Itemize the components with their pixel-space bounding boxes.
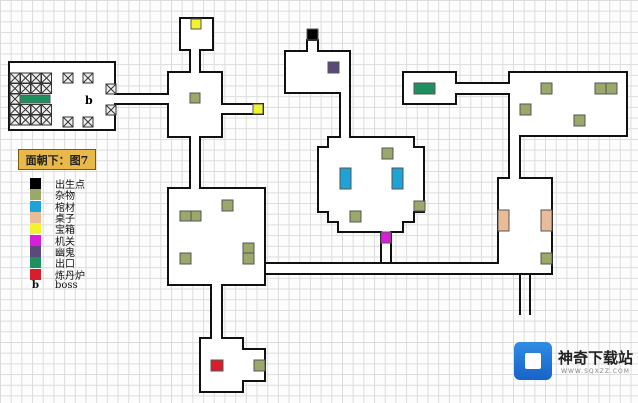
blocked-tile — [82, 116, 94, 128]
ghost — [327, 61, 340, 74]
legend-label: 出生点 — [55, 180, 85, 192]
coffin — [339, 167, 352, 190]
northeast-room — [508, 71, 628, 179]
blocked-tile — [105, 83, 117, 95]
legend: 出生点杂物棺材桌子宝箱机关幽鬼出口炼丹炉 b boss — [30, 178, 85, 291]
legend-label: 桌子 — [55, 214, 75, 226]
legend-swatch — [30, 212, 41, 224]
debris — [605, 82, 618, 95]
blocked-tile — [20, 83, 31, 94]
legend-swatch — [30, 178, 41, 190]
legend-label: boss — [55, 279, 78, 291]
debris — [573, 114, 586, 127]
debris — [413, 200, 426, 212]
legend-label: 机关 — [55, 236, 75, 248]
coffin-room — [317, 136, 425, 233]
watermark-logo: 神奇下载站 WWW.SQXZZ.COM — [514, 342, 633, 380]
map-title: 面朝下：图7 — [18, 149, 96, 170]
spawn-room — [284, 39, 351, 138]
legend-item: 机关 — [30, 234, 85, 248]
alchemy-furnace — [210, 359, 224, 372]
legend-swatch — [30, 257, 41, 269]
mechanism — [380, 231, 392, 244]
legend-swatch — [30, 189, 41, 201]
table — [540, 209, 553, 232]
legend-swatch — [30, 245, 41, 257]
blocked-tile — [105, 104, 117, 116]
legend-item: 宝箱 — [30, 223, 85, 237]
legend-label: 炼丹炉 — [55, 270, 85, 282]
blocked-tile — [62, 72, 74, 84]
debris — [242, 252, 255, 265]
debris — [349, 210, 362, 223]
blocked-tile — [9, 72, 21, 84]
treasure-chest — [190, 18, 202, 30]
blocked-tile — [20, 72, 31, 84]
legend-swatch — [30, 223, 41, 235]
exit — [413, 82, 436, 95]
debris — [253, 359, 266, 372]
items — [179, 18, 618, 372]
legend-swatch — [30, 268, 41, 280]
debris — [189, 92, 201, 104]
debris — [540, 82, 553, 95]
blocked-tile — [41, 83, 52, 94]
watermark-url: WWW.SQXZZ.COM — [561, 368, 630, 375]
legend-label: 杂物 — [55, 191, 75, 203]
legend-label: 宝箱 — [55, 225, 75, 237]
blocked-tiles — [9, 72, 117, 128]
blocked-tile — [20, 114, 31, 126]
blocked-tile — [9, 83, 21, 94]
table — [497, 209, 510, 232]
blocked-tile — [41, 72, 52, 84]
debris — [242, 242, 255, 254]
blocked-tile — [62, 116, 74, 128]
storage-room — [167, 187, 266, 286]
boss-marker: b — [85, 94, 93, 107]
cube-logo-icon — [514, 342, 552, 380]
blocked-tile — [30, 114, 42, 126]
debris — [540, 252, 553, 265]
legend-swatch — [30, 200, 41, 212]
coffin — [391, 167, 404, 190]
blocked-tile — [20, 104, 31, 115]
debris — [221, 199, 234, 212]
hub-room — [167, 71, 223, 138]
debris — [381, 147, 394, 160]
furnace-room — [199, 337, 266, 393]
blocked-tile — [41, 114, 52, 126]
blocked-tile — [30, 83, 42, 94]
debris — [179, 252, 192, 265]
blocked-tile — [30, 104, 42, 115]
legend-item: 炼丹炉 — [30, 268, 85, 282]
watermark-name: 神奇下载站 — [558, 349, 634, 367]
blocked-tile — [41, 104, 52, 115]
spawn-point — [306, 28, 319, 41]
legend-item: 杂物 — [30, 189, 85, 203]
blocked-tile — [9, 104, 21, 115]
treasure-chest — [252, 103, 264, 115]
legend-label: 出口 — [55, 259, 75, 271]
debris — [594, 82, 607, 95]
exit-marker — [19, 94, 51, 104]
blocked-tile — [9, 114, 21, 126]
legend-swatch — [30, 234, 41, 246]
legend-item: b boss — [30, 280, 85, 291]
legend-label: 棺材 — [55, 202, 75, 214]
legend-item: 出生点 — [30, 178, 85, 192]
legend-item: 棺材 — [30, 200, 85, 214]
rooms — [8, 17, 628, 393]
blocked-tile — [9, 93, 21, 105]
legend-item: 出口 — [30, 257, 85, 271]
blocked-tile — [30, 72, 42, 84]
debris — [519, 103, 532, 116]
legend-item: 桌子 — [30, 212, 85, 226]
legend-label: 幽鬼 — [55, 247, 75, 259]
debris — [179, 210, 192, 222]
blocked-tile — [82, 72, 94, 84]
debris — [190, 210, 202, 222]
boss-symbol: b — [32, 279, 39, 291]
legend-item: 幽鬼 — [30, 245, 85, 259]
